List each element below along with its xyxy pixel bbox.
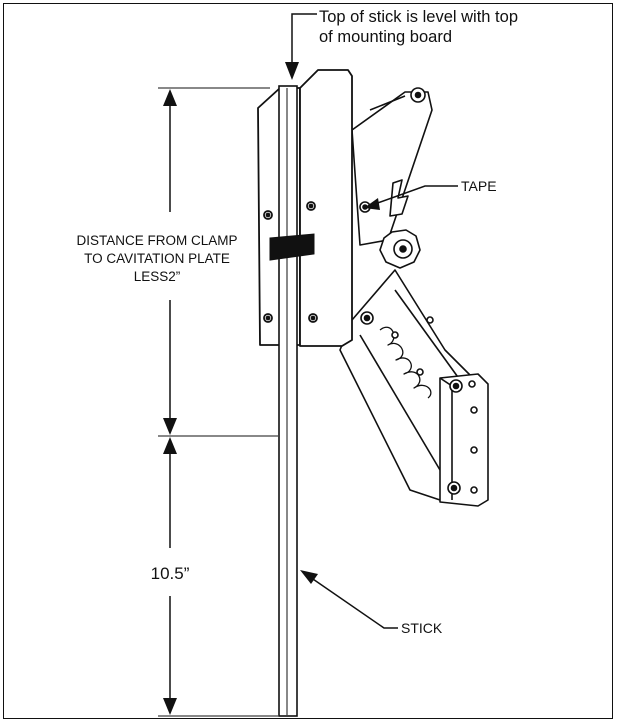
rivet-3	[426, 316, 434, 324]
stick-leader-line	[309, 576, 398, 629]
distance-label-line1: DISTANCE FROM CLAMP	[76, 233, 237, 248]
lower-dimension	[158, 437, 278, 717]
board-front-face	[299, 69, 353, 347]
stick-label: STICK	[401, 620, 443, 636]
bracket-hole-1	[468, 380, 476, 388]
leaders	[285, 13, 458, 629]
upper-arm	[351, 91, 433, 246]
rivet-1	[391, 331, 399, 339]
transom-bracket	[439, 373, 489, 507]
bracket-linkage	[339, 87, 489, 507]
upper-dim-arrow-top	[163, 89, 177, 106]
tape-leader-arrow	[364, 198, 380, 210]
tape-label: TAPE	[461, 178, 497, 194]
lower-dim-arrow-bottom	[163, 698, 177, 715]
lower-arm-edge-2	[394, 289, 461, 381]
measure-10-5-label: 10.5”	[151, 564, 190, 583]
adjust-knob	[379, 229, 421, 269]
top-annotation-line2: of mounting board	[319, 28, 452, 46]
lower-dim-arrow-top	[163, 437, 177, 454]
bracket-hole-4	[470, 486, 478, 494]
notch-plate	[389, 179, 409, 217]
stick-leader-arrow	[300, 570, 318, 584]
top-annotation-line1: Top of stick is level with top	[319, 8, 518, 26]
bracket-hole-2	[470, 406, 478, 414]
upper-dim-arrow-bottom	[163, 418, 177, 435]
mounting-board	[257, 69, 353, 347]
upper-dimension	[158, 87, 278, 437]
stick-body	[278, 85, 298, 717]
top-leader-arrow	[285, 62, 299, 80]
tape-wrap	[269, 233, 315, 261]
rivet-2	[416, 368, 424, 376]
top-leader-line	[291, 13, 317, 70]
upper-arm-rod	[369, 95, 406, 111]
spring	[379, 326, 432, 399]
bracket-hole-3	[470, 446, 478, 454]
stick	[278, 85, 298, 717]
tape-leader-line	[371, 185, 458, 206]
lower-arm-edge	[359, 334, 441, 471]
distance-label-line3: LESS2”	[134, 269, 181, 284]
distance-label-line2: TO CAVITATION PLATE	[84, 251, 230, 266]
